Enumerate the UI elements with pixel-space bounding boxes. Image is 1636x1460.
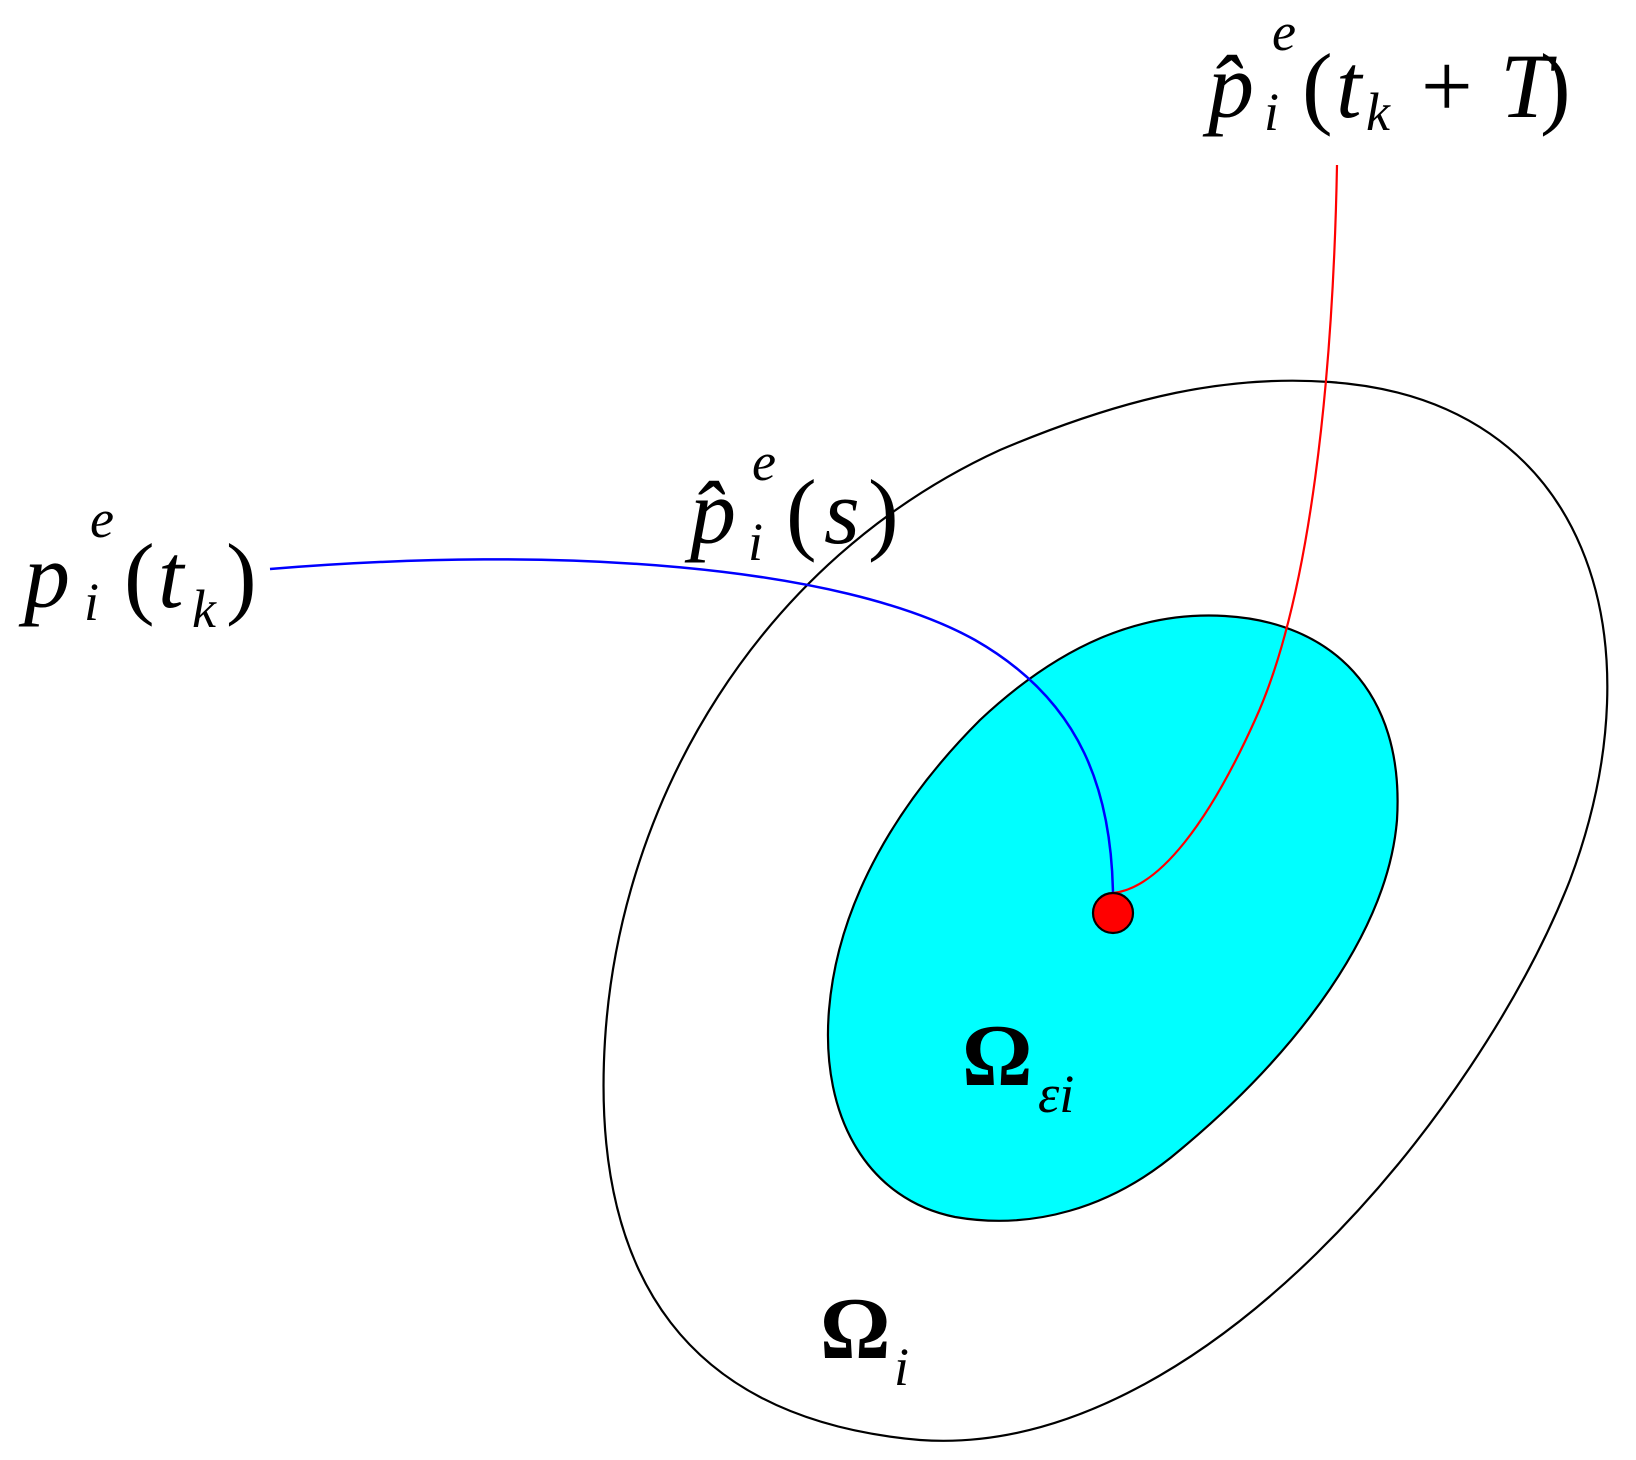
- label-p-sup: e: [90, 489, 114, 549]
- label-phat-i-e-s: p̂ e i ( s ): [684, 432, 899, 572]
- label-phat-s-sup: e: [752, 432, 776, 492]
- label-phat-T-arg-sub: k: [1366, 82, 1391, 142]
- label-p-i-e-tk: p e i ( t k ): [18, 489, 257, 639]
- label-omega-i: Ω i: [820, 1281, 909, 1397]
- label-p-open-paren: (: [124, 525, 155, 627]
- label-phat-i-e-tk-plus-T: p̂ e i ( t k + T ): [1202, 2, 1571, 142]
- label-omega-i-sub: i: [894, 1337, 909, 1397]
- red-trajectory: [1112, 164, 1339, 895]
- label-p-sub: i: [84, 572, 99, 632]
- label-p-arg: t: [158, 525, 186, 627]
- label-phat-T-open-paren: (: [1302, 35, 1333, 137]
- label-phat-T-sup: e: [1272, 2, 1296, 62]
- label-omega-epsilon-i: Ω εi: [962, 1008, 1074, 1124]
- label-phat-s-base: p̂: [684, 461, 736, 563]
- label-phat-s-close-paren: ): [868, 461, 899, 563]
- label-phat-T-arg-rest: + T: [1392, 35, 1557, 137]
- label-phat-T-close-paren: ): [1540, 35, 1571, 137]
- label-phat-T-base: p̂: [1202, 35, 1254, 137]
- label-phat-T-arg: t: [1336, 35, 1364, 137]
- label-p-base: p: [18, 525, 70, 627]
- label-p-arg-sub: k: [192, 579, 217, 639]
- label-phat-T-sub: i: [1264, 82, 1279, 142]
- label-omega-eps-sub: εi: [1038, 1064, 1074, 1124]
- label-phat-s-open-paren: (: [786, 461, 817, 563]
- terminal-point: [1091, 891, 1135, 935]
- label-omega-eps-base: Ω: [962, 1008, 1032, 1105]
- label-phat-s-arg: s: [824, 461, 860, 563]
- blue-trajectory: [269, 558, 1115, 913]
- label-phat-s-sub: i: [748, 512, 763, 572]
- label-omega-i-base: Ω: [820, 1281, 890, 1378]
- label-p-close-paren: ): [226, 525, 257, 627]
- outer-region-omega-i: [602, 379, 1609, 1442]
